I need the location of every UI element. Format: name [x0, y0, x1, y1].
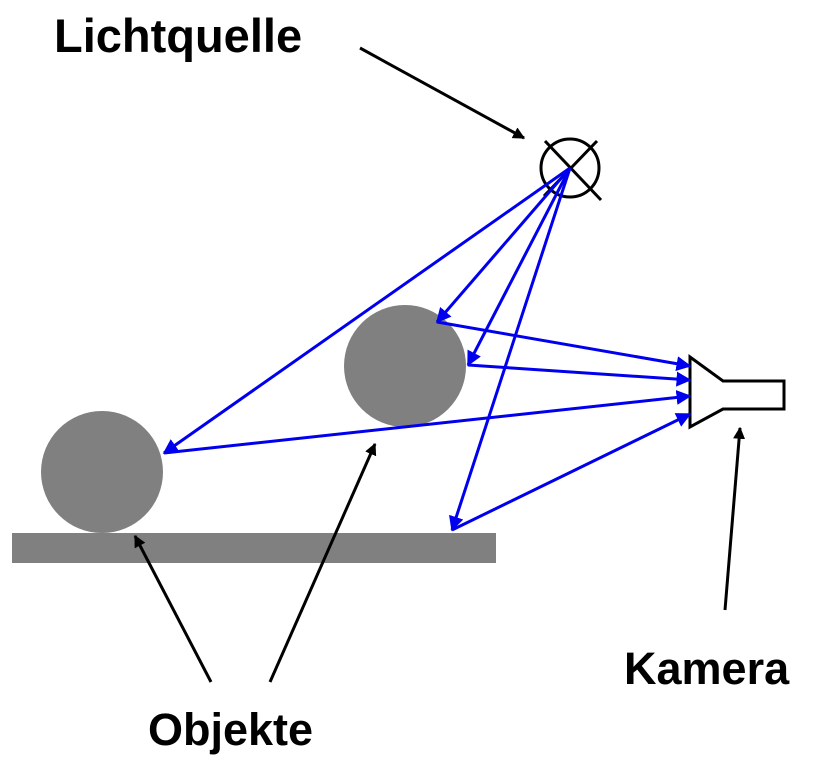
- ray-light-to-right-sphere-top: [435, 167, 572, 324]
- ray-right-sphere-side-to-camera: [467, 363, 692, 387]
- label-pointers: [133, 46, 746, 683]
- camera-label: Kamera: [624, 643, 790, 694]
- object-sphere-right: [344, 305, 466, 427]
- pointer-object-left: [133, 534, 213, 683]
- ray-left-sphere-to-camera: [163, 389, 692, 455]
- camera-icon: [688, 354, 786, 430]
- light-rays: [162, 166, 572, 532]
- reflected-rays: [163, 320, 692, 532]
- ray-right-sphere-top-to-camera: [436, 320, 692, 372]
- ray-light-to-left-sphere: [162, 166, 571, 455]
- ray-ground-to-camera: [451, 412, 692, 532]
- ray-light-to-right-sphere-side: [466, 167, 572, 367]
- pointer-light-source: [359, 46, 526, 140]
- ground-surface: [12, 533, 496, 563]
- objects-label: Objekte: [148, 704, 314, 755]
- object-sphere-left: [41, 411, 163, 533]
- pointer-camera: [723, 426, 746, 611]
- ray-light-to-ground: [449, 167, 572, 532]
- pointer-object-right: [268, 442, 377, 683]
- light-source-label: Lichtquelle: [54, 9, 303, 62]
